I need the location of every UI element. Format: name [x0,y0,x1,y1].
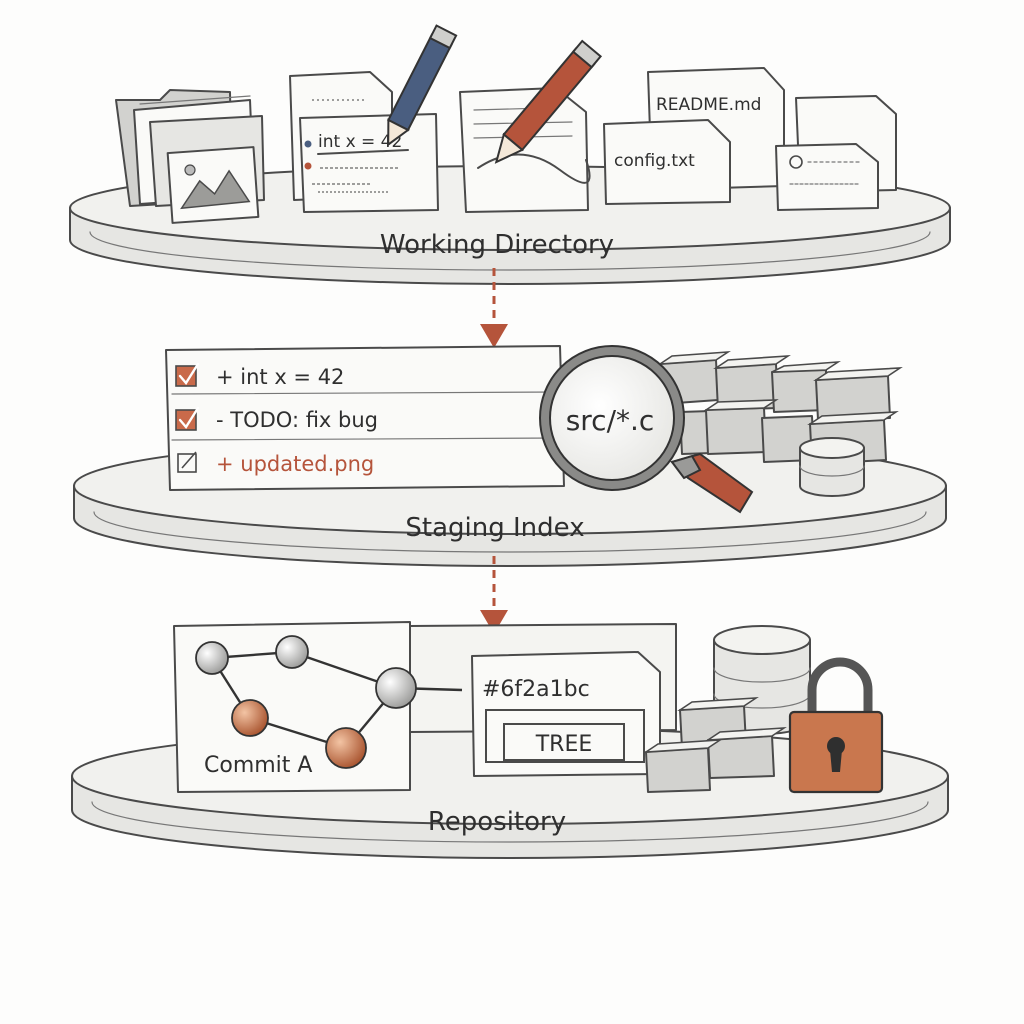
staging-checklist: + int x = 42 - TODO: fix bug + updated.p… [165,345,565,491]
commit-node [325,727,367,769]
staging-index-label: Staging Index [405,513,584,543]
commit-object-card: #6f2a1bc TREE [471,651,661,777]
code-snippet-text: int x = 42 [318,132,402,152]
commit-node [275,635,309,669]
commit-node [195,641,229,675]
working-directory-label: Working Directory [380,230,614,260]
tree-box [503,723,625,761]
commit-label: Commit A [204,753,312,778]
arrow-working-to-staging [480,268,508,348]
staged-item-1: + int x = 42 [175,362,344,389]
staged-item-3-text: + updated.png [216,452,374,476]
staged-item-2: - TODO: fix bug [175,406,378,432]
tree-label: TREE [535,732,593,757]
code-file-icon: int x = 42 [289,71,439,213]
blue-pencil-icon [387,24,458,147]
readme-filename: README.md [656,95,761,115]
config-file-icon: config.txt [603,119,731,205]
staged-item-3: + updated.png [177,451,374,476]
object-blocks-repo [643,697,787,793]
working-directory-level: int x = 42 README.md [69,24,951,285]
image-file-icon [166,146,260,224]
commit-node [231,699,269,737]
text-document-icon [459,87,591,213]
staged-item-1-text: + int x = 42 [216,365,344,389]
magnifier-icon: src/*.c [539,345,754,514]
red-pencil-icon [494,39,603,164]
lock-icon [788,657,884,794]
config-filename: config.txt [614,151,695,171]
commit-node [375,667,417,709]
arrow-staging-to-repository [480,556,508,634]
diagram-file-icon [775,95,897,211]
commit-hash: #6f2a1bc [482,677,590,702]
database-cylinder-icon [799,437,865,497]
repository-level: Commit A #6f2a1bc TREE [71,621,949,859]
repository-label: Repository [428,807,566,837]
staged-item-2-text: - TODO: fix bug [216,408,378,432]
magnifier-text: src/*.c [566,404,655,437]
staging-index-level: + int x = 42 - TODO: fix bug + updated.p… [73,345,947,567]
